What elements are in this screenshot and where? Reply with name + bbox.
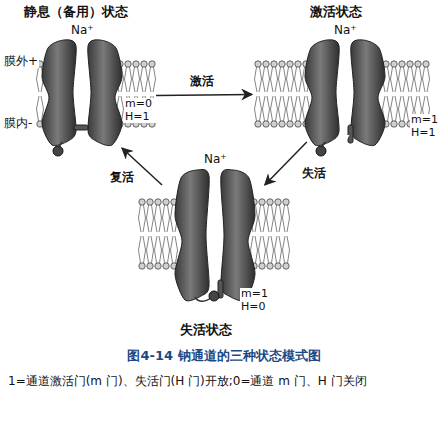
ion-label: Na⁺: [70, 23, 95, 37]
lipid-bilayer: [139, 199, 290, 269]
transition-label: 激活: [188, 74, 216, 88]
legend-note: 1=通道激活门(m 门)、失活门(H 门)开放;0=通道 m 门、H 门关闭: [8, 372, 440, 390]
transition-arrow: [156, 94, 252, 95]
h-gate-ball: [209, 291, 219, 301]
channel-state: 失活状态 m=1 H=0: [150, 185, 290, 340]
gate-values: m=1 H=1: [410, 114, 441, 139]
channel-state-figure: [37, 40, 156, 156]
channel-state-figure: [255, 40, 430, 156]
state-title: 静息（备用）状态: [24, 4, 128, 20]
channel-protein: [175, 169, 209, 300]
transition-label: 复活: [108, 170, 136, 184]
channel-protein: [42, 40, 76, 146]
h-gate-ball: [316, 146, 326, 156]
membrane-outside-label: 膜外+: [3, 54, 39, 68]
channel-protein: [305, 40, 339, 146]
m-gate: [74, 125, 88, 130]
channel-protein: [221, 169, 255, 300]
ion-label: Na⁺: [333, 23, 358, 37]
ion-flow-arrow: [344, 42, 346, 143]
h-gate-ball: [53, 146, 63, 156]
figure-caption: 图4-14 钠通道的三种状态模式图: [0, 348, 448, 364]
channel-protein: [88, 40, 122, 146]
state-title: 失活状态: [180, 322, 232, 338]
transition-label: 失活: [300, 166, 328, 180]
lipid-bilayer: [255, 61, 430, 127]
gate-values: m=0 H=1: [124, 98, 156, 123]
channel-protein: [351, 40, 385, 146]
state-title: 激活状态: [310, 4, 362, 20]
membrane-inside-label: 膜内-: [3, 116, 33, 130]
channel-state-figure: [139, 169, 290, 301]
gate-values: m=1 H=0: [240, 288, 274, 313]
ion-label: Na⁺: [203, 152, 228, 166]
m-gate: [348, 125, 353, 143]
